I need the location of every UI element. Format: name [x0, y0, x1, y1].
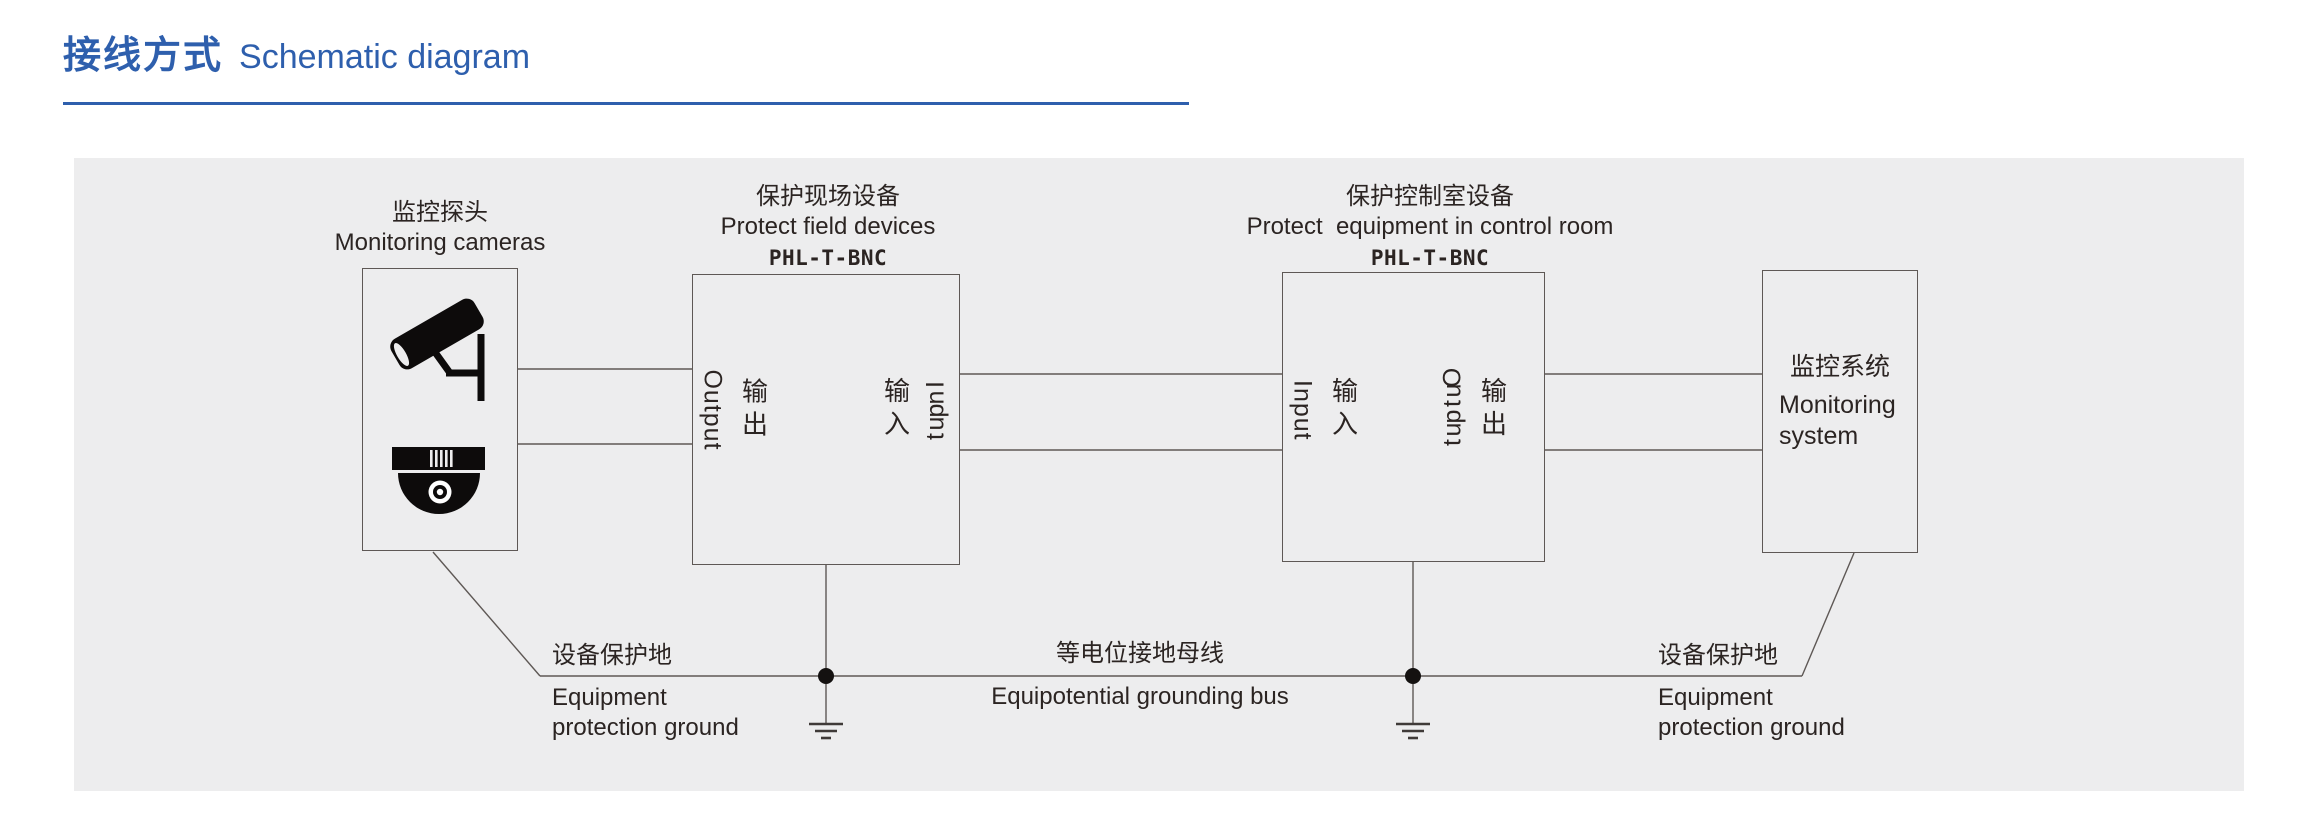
spd-control-input-port-label: Input 输入: [1288, 377, 1363, 443]
dome-camera-icon: [392, 447, 485, 514]
spd-control-header-en: Protect equipment in control room: [1246, 213, 1614, 240]
spd-control-model: PHL-T-BNC: [1370, 246, 1490, 270]
spd-field-output-port-label: Output 输出: [698, 369, 773, 450]
monitoring-system-label: 监控系统 Monitoring system: [1762, 352, 1918, 452]
spd-field-input-zh: 输入: [880, 377, 911, 443]
bus-label-zh: 等电位接地母线: [1056, 640, 1224, 667]
title-underline: [63, 102, 1189, 105]
dome-camera-top-bar: [392, 447, 485, 470]
dome-camera-grille: [430, 450, 453, 467]
spd-control-room-box: [1282, 272, 1545, 562]
ground-left-label: 设备保护地 Equipment protection ground: [552, 641, 739, 743]
spd-control-input-zh: 输入: [1328, 377, 1359, 443]
monitoring-system-box: [1762, 270, 1918, 553]
grille-slit: [450, 450, 453, 467]
camera-label-zh: 监控探头: [392, 199, 488, 226]
ground-right-label: 设备保护地 Equipment protection ground: [1658, 641, 1845, 743]
grille-slit: [440, 450, 443, 467]
spd-field-header: 保护现场设备 Protect field devices PHL-T-BNC: [628, 182, 1028, 273]
monitoring-system-en-line2: system: [1779, 422, 1859, 450]
monitoring-system-en-line1: Monitoring: [1779, 391, 1896, 419]
grille-slit: [445, 450, 448, 467]
camera-ground-diagonal: [432, 551, 541, 677]
monitor-ground-diagonal: [1801, 552, 1855, 677]
earth-symbol-right: [1396, 684, 1430, 740]
camera-label-en: Monitoring cameras: [334, 229, 546, 256]
spd-field-header-zh: 保护现场设备: [756, 183, 900, 210]
camera-box-label: 监控探头 Monitoring cameras: [280, 198, 600, 258]
ground-right-zh: 设备保护地: [1658, 642, 1778, 669]
bullet-camera-icon: [390, 298, 485, 401]
grille-slit: [430, 450, 433, 467]
ground-right-en-line2: protection ground: [1658, 714, 1845, 741]
grille-slit: [435, 450, 438, 467]
earth-symbol-left: [809, 684, 843, 740]
spd-field-header-en: Protect field devices: [720, 213, 936, 240]
ground-right-en-line1: Equipment: [1658, 684, 1773, 711]
junction-dot-right: [1405, 668, 1421, 684]
spd-control-input-en: Input: [1288, 379, 1317, 441]
equipotential-bus-label: 等电位接地母线 Equipotential grounding bus: [940, 639, 1340, 712]
spd-field-box: [692, 274, 960, 565]
page-title: 接线方式 Schematic diagram: [63, 24, 530, 79]
page-title-zh: 接线方式: [63, 35, 224, 77]
spd-control-output-zh: 输出: [1477, 377, 1508, 443]
ground-left-en-line1: Equipment: [552, 684, 667, 711]
ground-left-zh: 设备保护地: [552, 642, 672, 669]
monitoring-cameras-box: [362, 268, 518, 551]
spd-control-header-zh: 保护控制室设备: [1346, 183, 1514, 210]
spd-field-output-zh: 输出: [738, 377, 769, 443]
spd-field-output-en: Output: [698, 369, 727, 451]
spd-control-header: 保护控制室设备 Protect equipment in control roo…: [1150, 182, 1710, 273]
bullet-camera-housing: [390, 298, 484, 370]
page-title-en: Schematic diagram: [239, 38, 531, 76]
junction-dot-left: [818, 668, 834, 684]
monitoring-system-zh: 监控系统: [1789, 353, 1890, 381]
spd-field-model: PHL-T-BNC: [768, 246, 888, 270]
bullet-camera-lens-stripe: [393, 343, 410, 366]
dome-camera-lens-center: [436, 488, 444, 496]
bus-label-en: Equipotential grounding bus: [991, 683, 1289, 710]
ground-left-en-line2: protection ground: [552, 714, 739, 741]
bullet-camera-body: [390, 298, 484, 370]
